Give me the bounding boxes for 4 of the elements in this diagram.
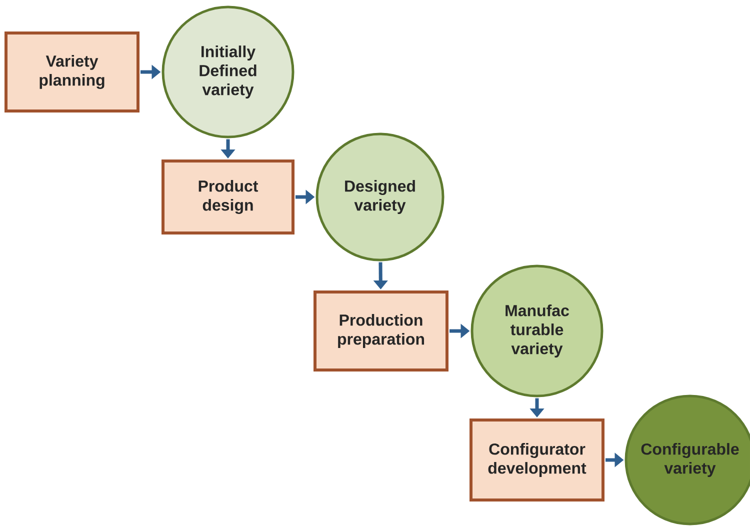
process-box: Variety planning: [4, 32, 140, 112]
process-box: Product design: [162, 160, 294, 234]
process-box: Production preparation: [314, 290, 448, 372]
process-box: Configurator development: [470, 418, 604, 502]
